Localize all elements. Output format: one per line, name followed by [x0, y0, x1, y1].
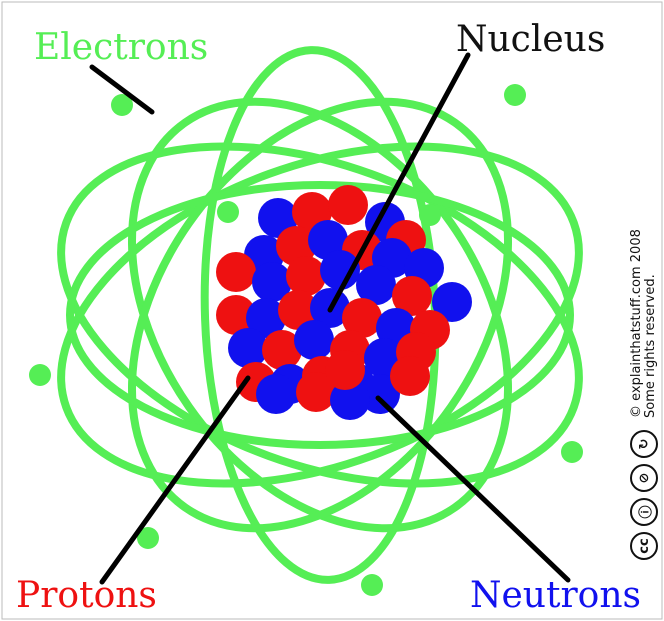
electron-3 [217, 201, 239, 223]
neutron-9 [356, 265, 396, 305]
cc-icon: cc [630, 532, 658, 560]
protons-label: Protons [16, 575, 157, 616]
credit-line-1: © explainthatstuff.com 2008 [629, 229, 644, 418]
orbit-5 [127, 97, 513, 533]
neutron-10 [432, 282, 472, 322]
credit-text: © explainthatstuff.com 2008 Some rights … [629, 229, 658, 418]
proton-9 [216, 295, 256, 335]
proton-11 [342, 298, 382, 338]
proton-7 [286, 256, 326, 296]
electrons-label: Electrons [34, 27, 209, 68]
license-credit: cc ⓘ ⊘ ↻ © explainthatstuff.com 2008 Som… [629, 110, 658, 560]
proton-13 [262, 330, 302, 370]
orbit-4 [127, 97, 513, 533]
electron-4 [419, 204, 441, 226]
proton-19 [296, 372, 336, 412]
proton-2 [328, 185, 368, 225]
electron-6 [561, 441, 583, 463]
electron-1 [111, 94, 133, 116]
electron-5 [29, 364, 51, 386]
neutron-21 [330, 380, 370, 420]
proton-18 [390, 356, 430, 396]
electron-orbits [57, 46, 583, 584]
noncommercial-icon: ⊘ [630, 464, 658, 492]
pointer-lines [89, 52, 571, 585]
sharealike-icon: ↻ [630, 430, 658, 458]
electrons-pointer [89, 64, 155, 115]
electron-2 [504, 84, 526, 106]
proton-20 [325, 350, 365, 390]
neutron-15 [294, 320, 334, 360]
neutron-8 [320, 250, 360, 290]
electron-7 [137, 527, 159, 549]
nucleus-pointer [327, 52, 471, 313]
electron-8 [361, 574, 383, 596]
orbit-2 [57, 142, 583, 488]
neutron-19 [360, 374, 400, 414]
proton-6 [216, 252, 256, 292]
proton-10 [278, 290, 318, 330]
neutron-4 [308, 220, 348, 260]
credit-line-2: Some rights reserved. [643, 274, 658, 418]
protons-pointer [99, 375, 251, 585]
neutron-7 [252, 262, 292, 302]
electron-dots [29, 84, 583, 596]
attribution-icon: ⓘ [630, 498, 658, 526]
nucleus-label: Nucleus [456, 19, 606, 60]
neutron-20 [256, 374, 296, 414]
neutron-14 [228, 328, 268, 368]
orbit-1 [57, 142, 583, 488]
orbit-6 [66, 181, 574, 449]
nucleus-particles [216, 185, 472, 420]
neutrons-pointer [375, 395, 571, 583]
neutrons-label: Neutrons [470, 575, 641, 616]
neutron-11 [246, 298, 286, 338]
proton-8 [392, 276, 432, 316]
